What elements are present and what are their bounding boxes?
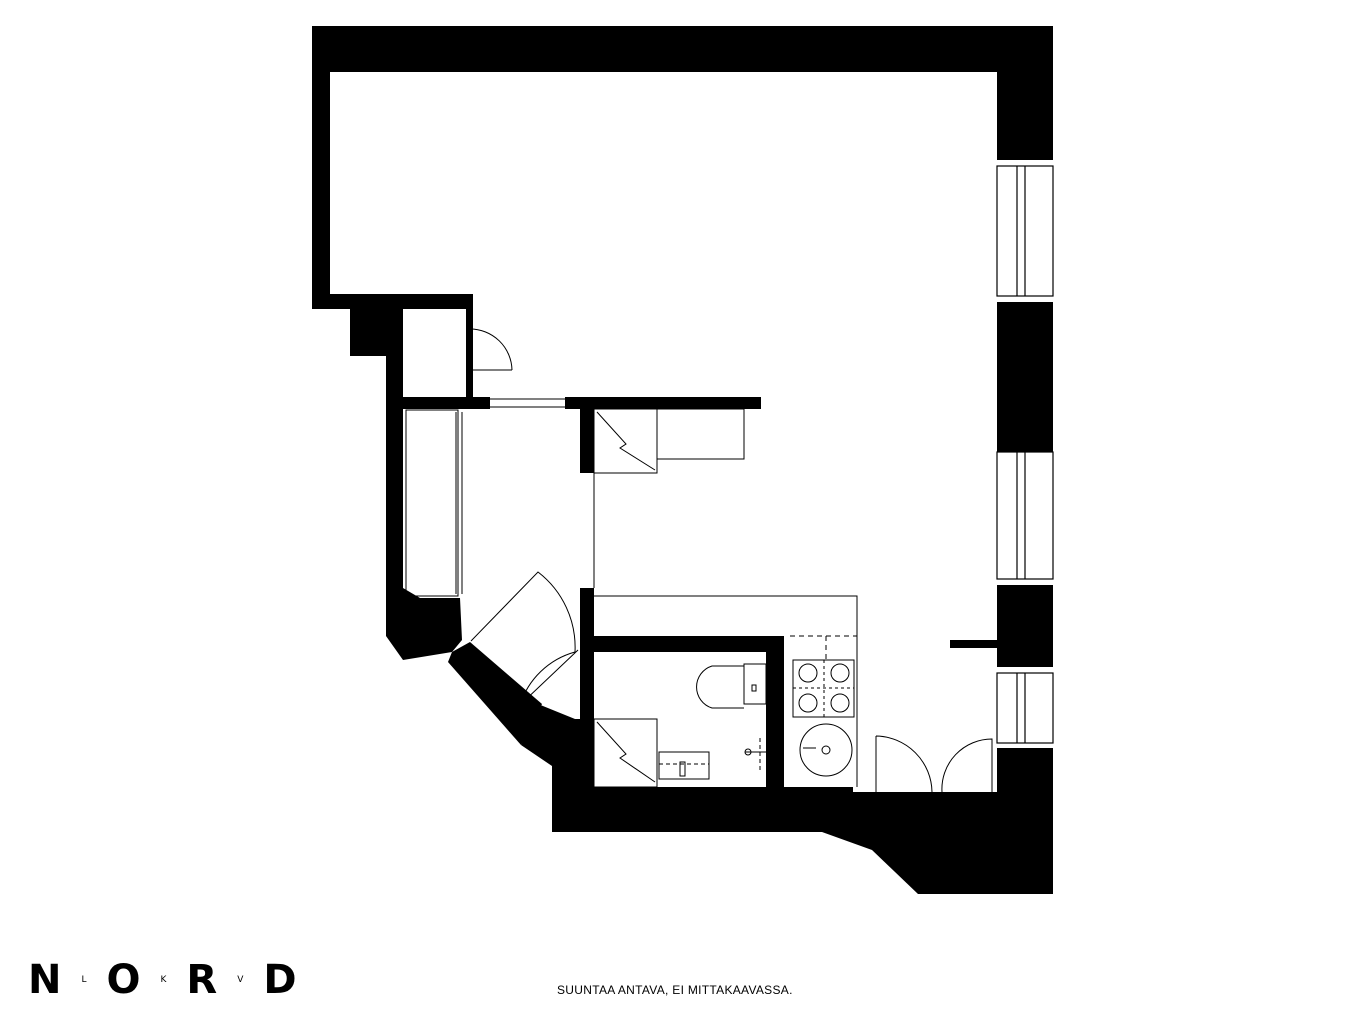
walls	[312, 26, 1053, 894]
partition-wall	[580, 397, 594, 473]
windows	[996, 165, 1054, 744]
kitchen-counter	[594, 595, 858, 787]
closet-wall	[403, 397, 490, 409]
left-wall	[386, 397, 462, 660]
door-swing	[469, 328, 513, 371]
fixtures	[405, 328, 993, 845]
cabinet-symbol	[596, 411, 656, 471]
nord-logo: N L O K R V D	[28, 958, 297, 1002]
counter	[656, 408, 745, 460]
logo-letter-v: V	[237, 975, 244, 985]
wardrobe	[405, 409, 459, 597]
kitchen-cabinet-wall	[565, 397, 761, 409]
toilet-tank	[743, 663, 767, 705]
bathroom-sink	[658, 751, 710, 780]
logo-letter-r: R	[186, 957, 218, 1003]
kitchen-sink	[799, 723, 853, 777]
bathroom-cabinet	[593, 718, 658, 788]
closet-door	[875, 735, 933, 793]
entrance-door	[470, 571, 576, 653]
right-wall-pier	[997, 302, 1053, 452]
outer-wall-bottom	[521, 704, 1053, 894]
disclaimer-caption: SUUNTAA ANTAVA, EI MITTAKAAVASSA.	[557, 983, 793, 997]
logo-letter-o: O	[106, 957, 141, 1003]
logo-letter-n: N	[28, 957, 62, 1003]
closet-door	[941, 738, 993, 793]
logo-letter-l: L	[81, 975, 87, 985]
partition-wall	[580, 588, 594, 719]
outer-wall	[312, 26, 1053, 397]
toilet-bowl	[696, 665, 744, 709]
wall-stub	[950, 640, 997, 648]
closet	[869, 796, 931, 845]
diagonal-wall	[448, 642, 542, 745]
logo-letter-k: K	[160, 975, 167, 985]
logo-letter-d: D	[263, 957, 297, 1003]
floor-plan	[312, 26, 1054, 894]
closet	[941, 793, 993, 845]
bathroom-door	[519, 649, 579, 706]
bathroom-wall	[766, 636, 784, 787]
right-wall-pier	[997, 585, 1053, 667]
bathroom-wall	[594, 636, 784, 652]
